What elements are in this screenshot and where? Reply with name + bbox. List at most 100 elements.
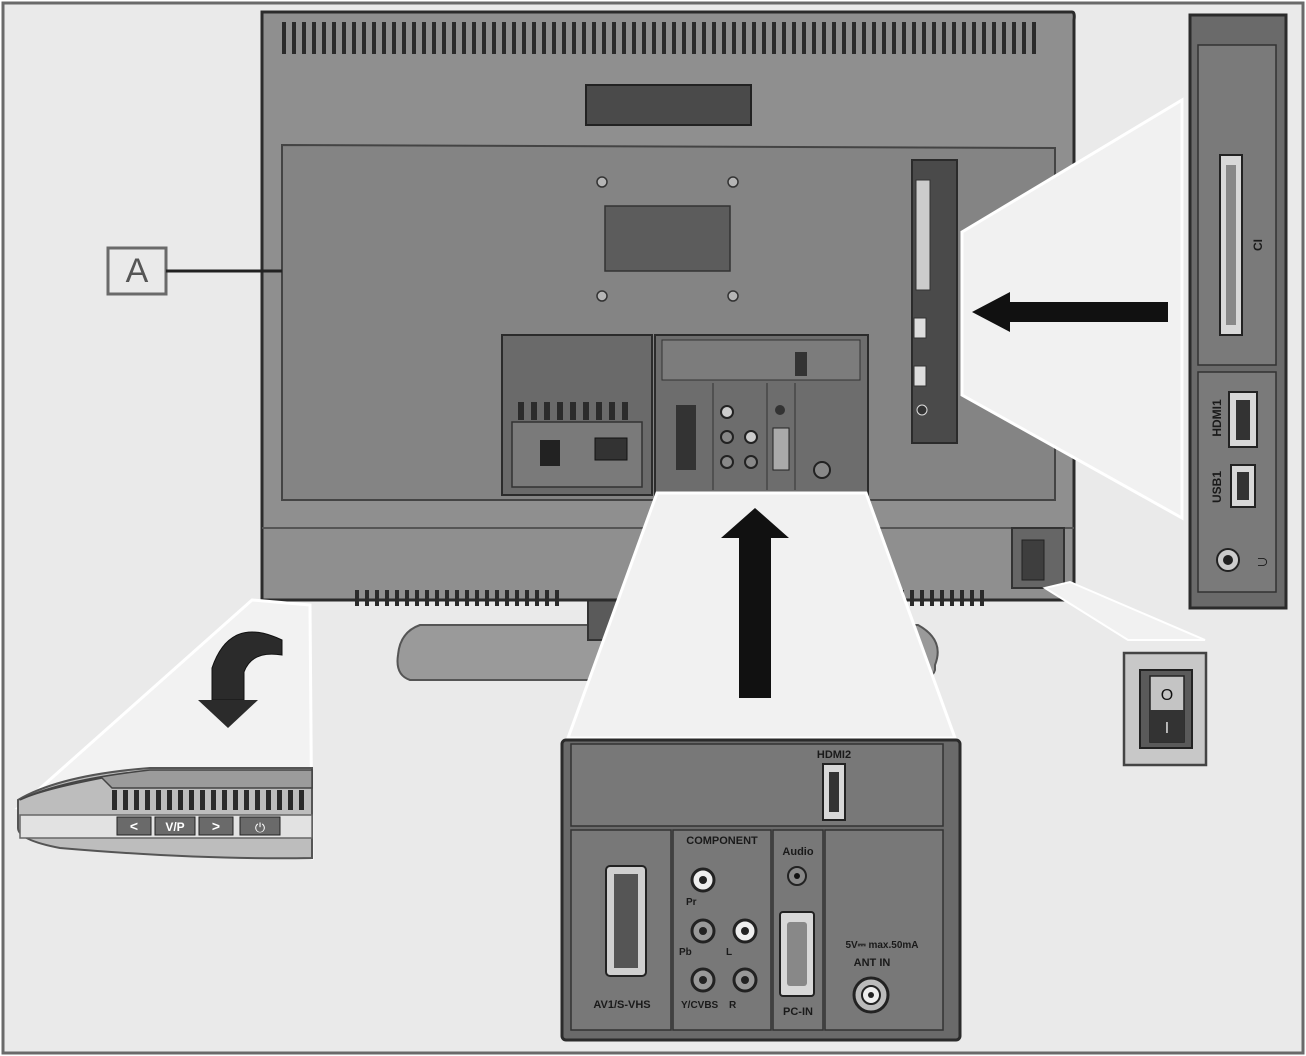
vent-slot bbox=[902, 22, 906, 54]
vent-slot bbox=[455, 590, 459, 606]
vent-slot bbox=[435, 590, 439, 606]
vent-slot bbox=[632, 22, 636, 54]
component-label: COMPONENT bbox=[686, 835, 758, 847]
vent-slot bbox=[123, 790, 128, 810]
top-vents bbox=[282, 22, 1036, 54]
vent-slot bbox=[1012, 22, 1016, 54]
vent-slot bbox=[552, 22, 556, 54]
vent-slot bbox=[395, 590, 399, 606]
rear-connector-panel-small bbox=[654, 334, 869, 496]
vent-slot bbox=[302, 22, 306, 54]
vent-slot bbox=[980, 590, 984, 606]
power-block-tooth bbox=[596, 402, 602, 420]
vent-slot bbox=[1022, 22, 1026, 54]
rear-up-arrow bbox=[721, 508, 789, 698]
vent-slot bbox=[442, 22, 446, 54]
ac-in-socket bbox=[594, 437, 628, 461]
vent-slot bbox=[362, 22, 366, 54]
vent-slot bbox=[355, 590, 359, 606]
vent-slot bbox=[642, 22, 646, 54]
vent-slot bbox=[522, 22, 526, 54]
vent-slot bbox=[502, 22, 506, 54]
power-switch-enlarged: O I bbox=[1122, 651, 1208, 767]
vent-slot bbox=[572, 22, 576, 54]
vent-slot bbox=[882, 22, 886, 54]
next-button[interactable] bbox=[198, 816, 234, 836]
vent-slot bbox=[555, 590, 559, 606]
vent-slot bbox=[972, 22, 976, 54]
vent-slot bbox=[722, 22, 726, 54]
audio-label: Audio bbox=[782, 846, 813, 858]
ci-label: CI bbox=[1251, 239, 1265, 251]
vent-slot bbox=[482, 22, 486, 54]
power-block bbox=[501, 334, 653, 496]
vent-slot bbox=[266, 790, 271, 810]
headphone-icon: ∩ bbox=[1254, 556, 1274, 569]
power-block-tooth bbox=[518, 402, 524, 420]
vent-slot bbox=[189, 790, 194, 810]
power-block-tooth bbox=[583, 402, 589, 420]
vent-slot bbox=[178, 790, 183, 810]
vent-slot bbox=[156, 790, 161, 810]
curved-arrow-icon bbox=[211, 631, 283, 701]
power-icon: ⏻ bbox=[255, 821, 265, 836]
prev-button[interactable] bbox=[116, 816, 152, 836]
vent-slot bbox=[365, 590, 369, 606]
vent-slot bbox=[352, 22, 356, 54]
power-button[interactable] bbox=[239, 816, 281, 836]
switch-on-label: I bbox=[1165, 720, 1169, 737]
vent-slot bbox=[1002, 22, 1006, 54]
dc-in-jack bbox=[540, 440, 560, 466]
vent-slot bbox=[960, 590, 964, 606]
vent-slot bbox=[842, 22, 846, 54]
vent-slot bbox=[792, 22, 796, 54]
y-cvbs-label: Y/CVBS bbox=[681, 1000, 719, 1011]
vent-slot bbox=[475, 590, 479, 606]
vent-slot bbox=[942, 22, 946, 54]
side-arrow bbox=[972, 292, 1168, 332]
vent-slot bbox=[145, 790, 150, 810]
vent-slot bbox=[445, 590, 449, 606]
vent-slot bbox=[495, 590, 499, 606]
vent-slot bbox=[277, 790, 282, 810]
vent-slot bbox=[822, 22, 826, 54]
vent-slot bbox=[472, 22, 476, 54]
vent-slot bbox=[912, 22, 916, 54]
vent-slot bbox=[732, 22, 736, 54]
vent-slot bbox=[612, 22, 616, 54]
vent-slot bbox=[872, 22, 876, 54]
vent-slot bbox=[542, 22, 546, 54]
vent-slot bbox=[992, 22, 996, 54]
vesa-screw bbox=[727, 176, 739, 188]
vent-slot bbox=[515, 590, 519, 606]
pc-in-label: PC-IN bbox=[783, 1006, 813, 1018]
vesa-plate bbox=[604, 205, 731, 272]
vent-slot bbox=[702, 22, 706, 54]
vent-slot bbox=[582, 22, 586, 54]
vent-slot bbox=[332, 22, 336, 54]
vent-slot bbox=[812, 22, 816, 54]
ant-in-label: ANT IN bbox=[854, 957, 891, 969]
vent-slot bbox=[432, 22, 436, 54]
vent-slot bbox=[392, 22, 396, 54]
av1-label: AV1/S-VHS bbox=[593, 999, 650, 1011]
hdmi1-label: HDMI1 bbox=[1210, 399, 1224, 437]
vent-slot bbox=[940, 590, 944, 606]
vent-slot bbox=[288, 790, 293, 810]
vent-slot bbox=[932, 22, 936, 54]
vp-button[interactable] bbox=[154, 816, 196, 836]
vent-slot bbox=[532, 22, 536, 54]
vent-slot bbox=[982, 22, 986, 54]
vent-slot bbox=[602, 22, 606, 54]
r-label: R bbox=[729, 1000, 737, 1011]
vent-slot bbox=[712, 22, 716, 54]
callout-letter: A bbox=[126, 252, 149, 290]
vent-slot bbox=[970, 590, 974, 606]
vent-slot bbox=[562, 22, 566, 54]
vent-slot bbox=[322, 22, 326, 54]
vent-slot bbox=[920, 590, 924, 606]
vent-slot bbox=[211, 790, 216, 810]
vent-slot bbox=[233, 790, 238, 810]
vent-slot bbox=[167, 790, 172, 810]
